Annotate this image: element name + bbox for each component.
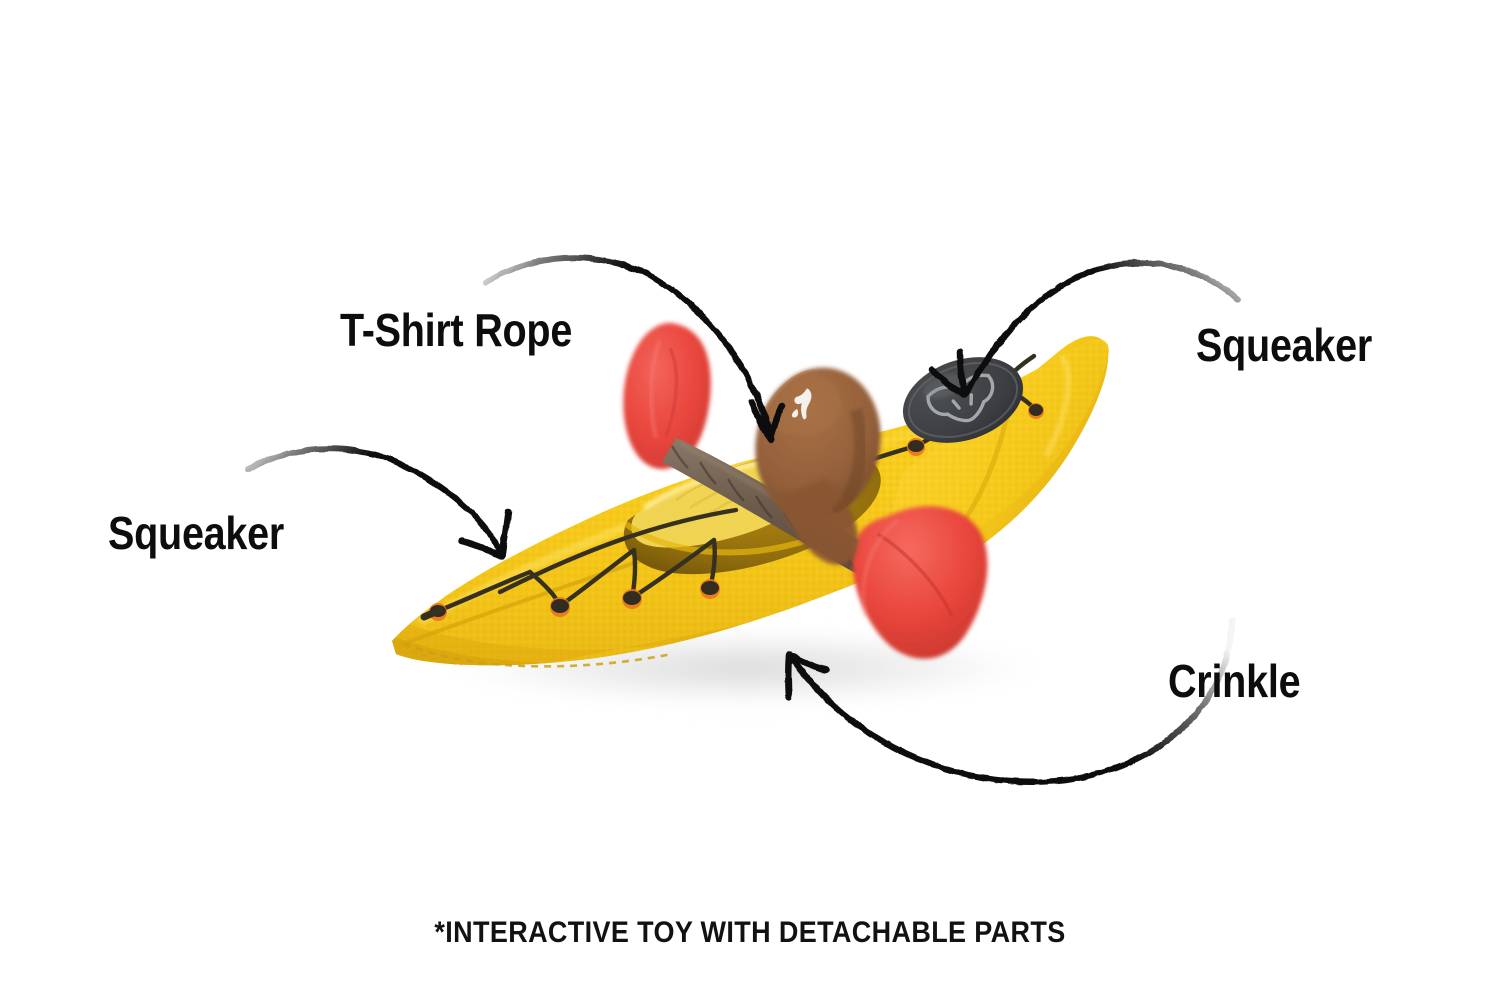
figure-embroidered-logo-icon bbox=[791, 388, 812, 420]
footnote-detachable-parts: *INTERACTIVE TOY WITH DETACHABLE PARTS bbox=[434, 916, 1066, 949]
plush-paddler-figure bbox=[754, 367, 881, 565]
callout-label-squeaker-right: Squeaker bbox=[1196, 319, 1373, 371]
callout-label-crinkle: Crinkle bbox=[1168, 655, 1301, 707]
paddle-blade-upper bbox=[623, 323, 711, 469]
callout-label-squeaker-left: Squeaker bbox=[108, 507, 285, 559]
callout-label-t-shirt-rope: T-Shirt Rope bbox=[340, 304, 573, 356]
bow-stitch-line bbox=[403, 644, 463, 666]
